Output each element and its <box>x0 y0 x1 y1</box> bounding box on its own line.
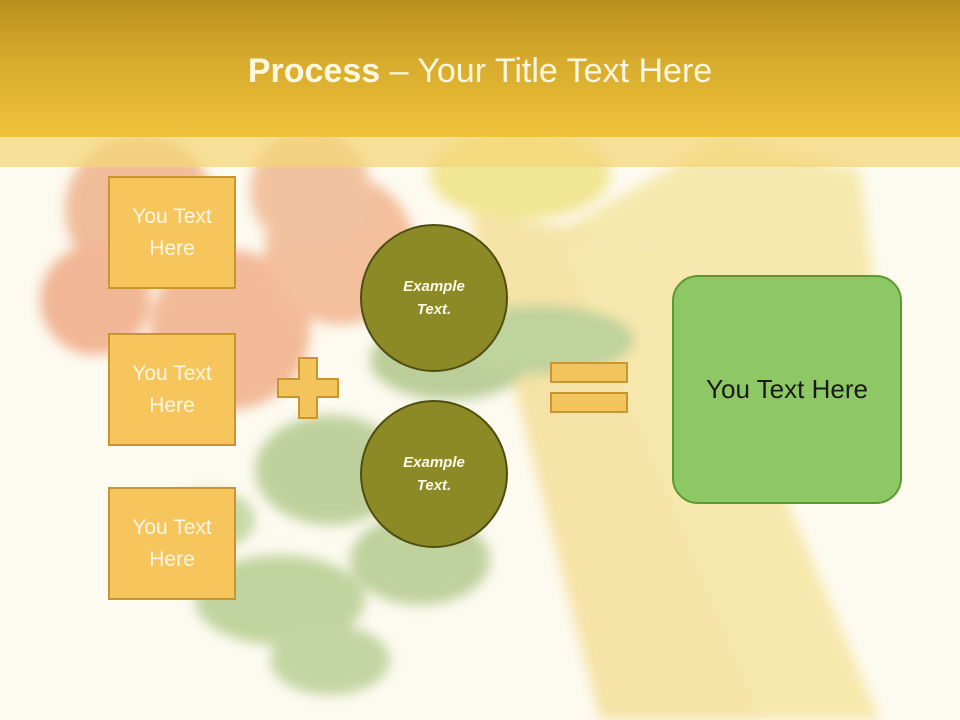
title-rest: – Your Title Text Here <box>380 52 713 90</box>
plus-icon <box>277 357 339 419</box>
title-bar <box>0 0 960 137</box>
text-box-1-line1: You Text <box>132 204 212 228</box>
equals-icon <box>550 362 628 413</box>
text-box-1-line2: Here <box>149 236 195 260</box>
text-box-3-line1: You Text <box>132 515 212 539</box>
text-box-2-line2: Here <box>149 393 195 417</box>
title-bold: Process <box>247 52 381 90</box>
text-box-3-line2: Here <box>149 547 195 571</box>
result-box[interactable]: You Text Here <box>672 275 902 504</box>
circle-2-line2: Text. <box>416 477 452 494</box>
text-box-2-line1: You Text <box>132 361 212 385</box>
circle-1-line2: Text. <box>416 301 452 318</box>
circle-1-line1: Example <box>403 278 465 295</box>
circle-2-line1: Example <box>403 454 465 471</box>
slide-title: Process – Your Title Text Here <box>0 52 960 91</box>
result-text: You Text Here <box>706 374 868 404</box>
title-bar-band <box>0 137 960 167</box>
